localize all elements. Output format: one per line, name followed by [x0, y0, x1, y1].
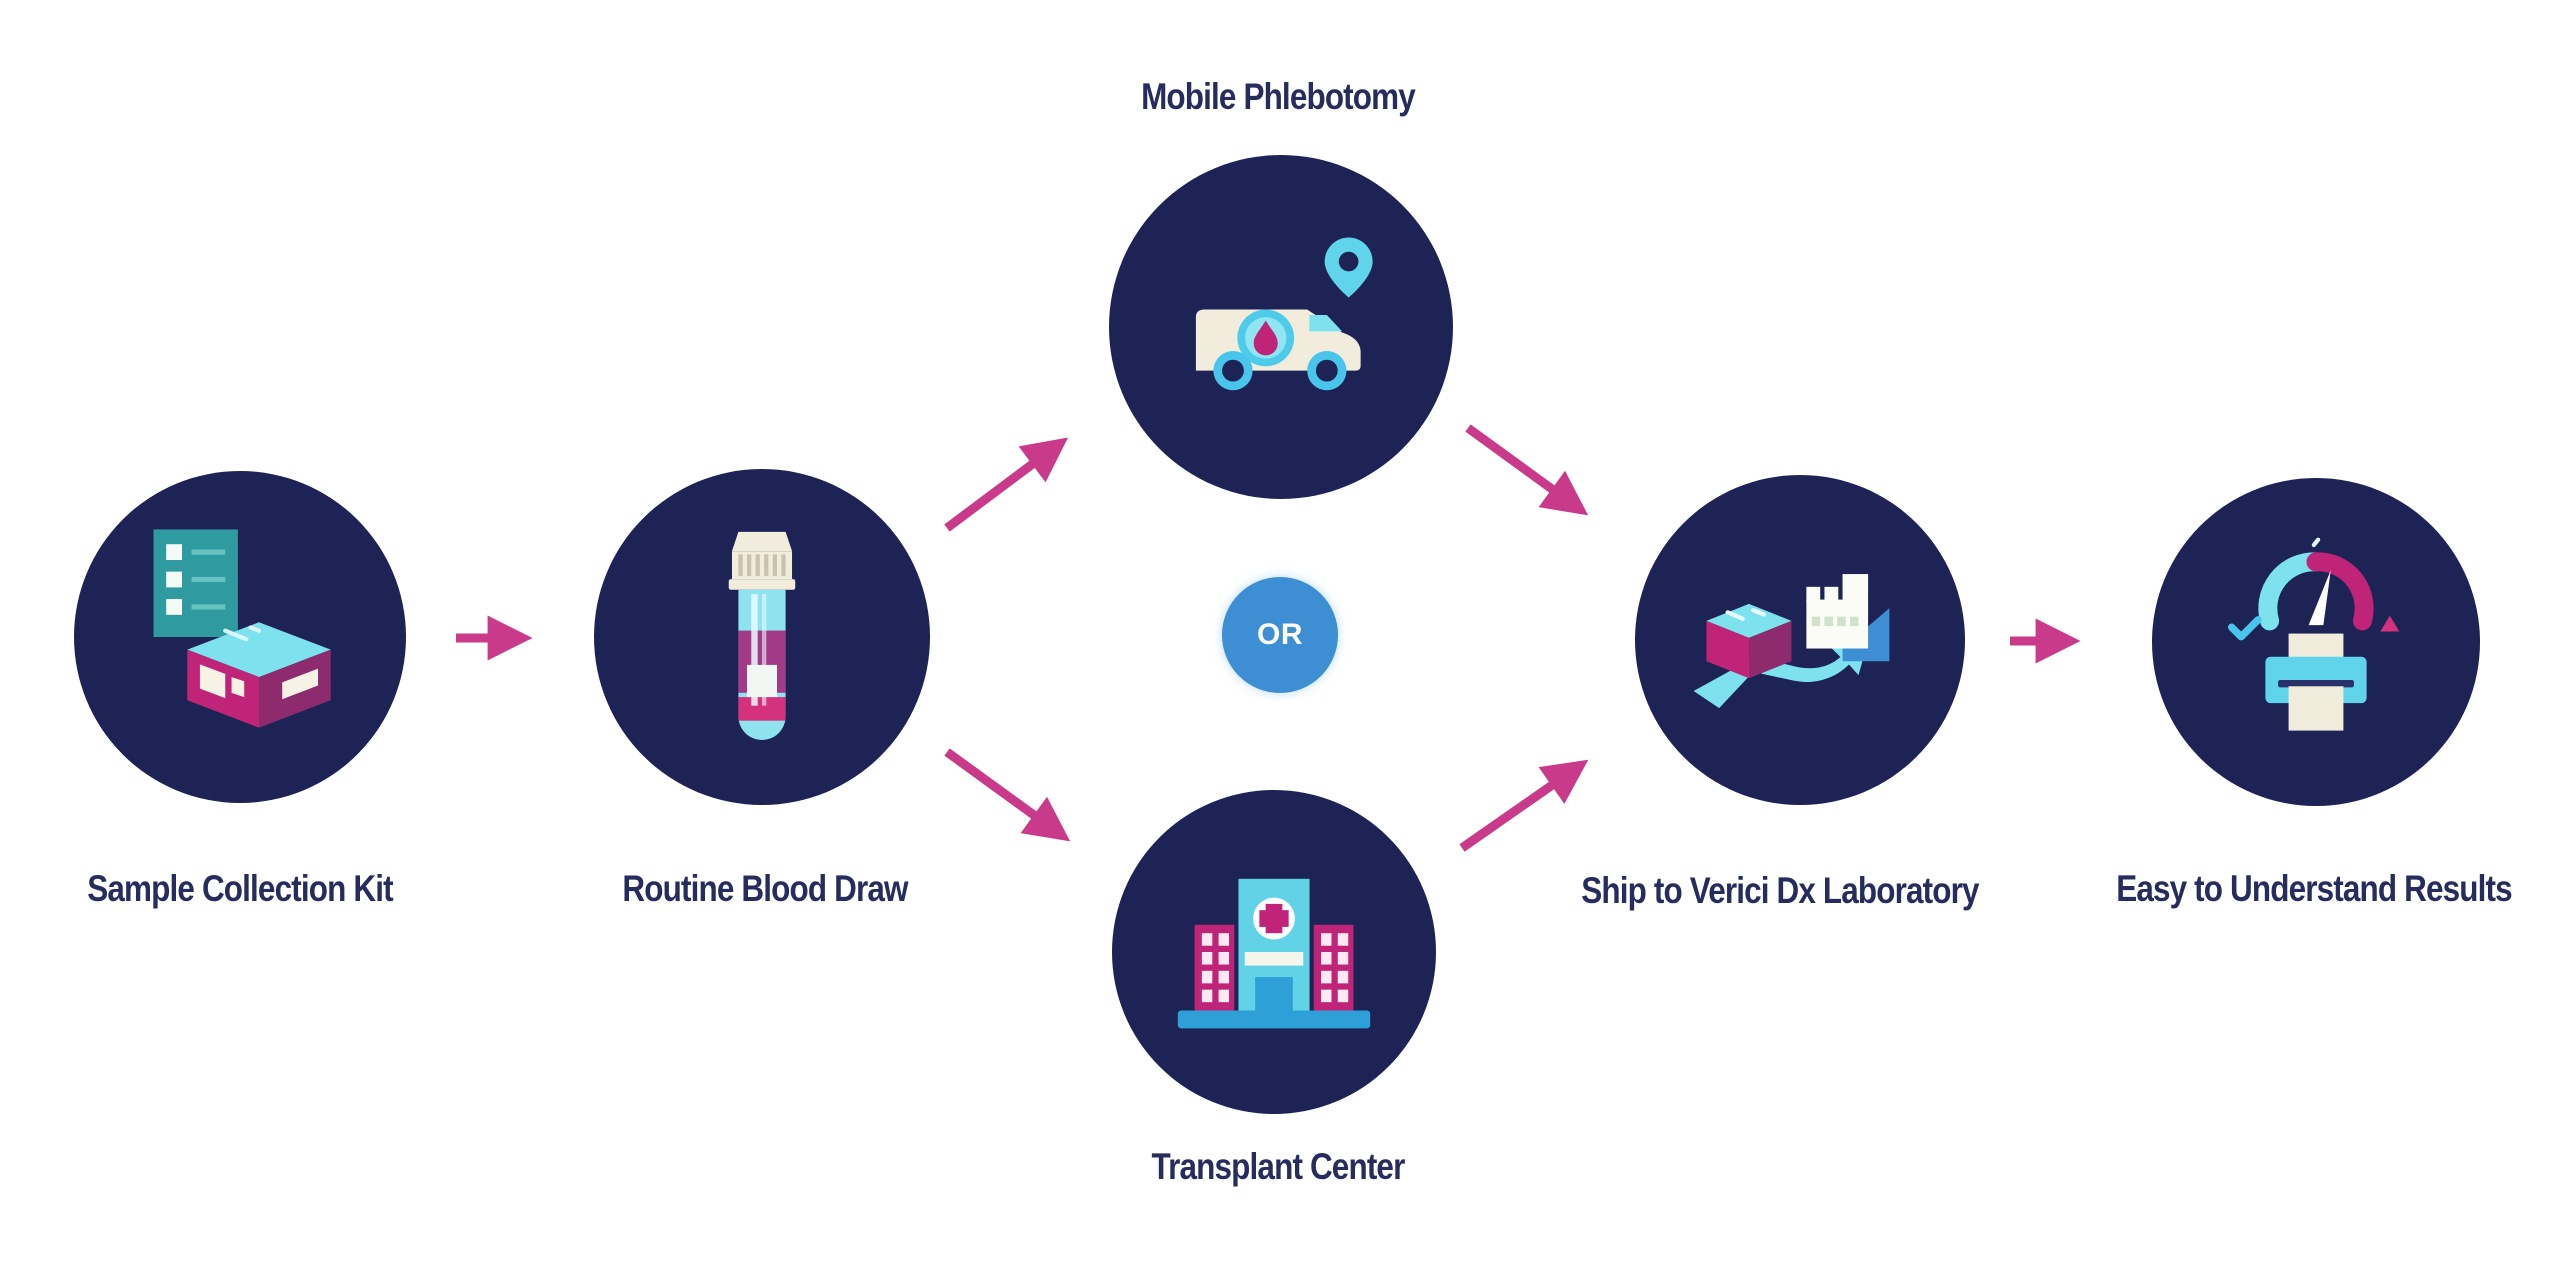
collection-kit-icon: [153, 529, 331, 728]
package-to-lab-icon: [1693, 574, 1890, 709]
gauge-printer-icon: [2227, 537, 2400, 731]
label-results: Easy to Understand Results: [2116, 868, 2512, 909]
label-transplant-center: Transplant Center: [1151, 1146, 1406, 1187]
node-results: [2152, 478, 2480, 806]
label-mobile-phlebotomy: Mobile Phlebotomy: [1141, 76, 1416, 117]
arrow-mobile-phlebotomy-to-ship: [1465, 424, 1589, 516]
node-sample-collection-kit: [74, 471, 406, 803]
blood-tube-icon: [728, 531, 796, 740]
node-routine-blood-draw: [594, 469, 930, 805]
or-badge: OR: [1222, 577, 1338, 693]
label-ship-to-lab: Ship to Verici Dx Laboratory: [1581, 870, 1979, 911]
node-ship-to-lab: [1635, 475, 1965, 805]
hospital-icon: [1177, 878, 1371, 1029]
arrow-blood-draw-to-transplant-center: [944, 748, 1071, 842]
phlebotomy-van-icon: [1195, 237, 1373, 391]
arrow-transplant-center-to-ship: [1459, 759, 1589, 852]
node-mobile-phlebotomy: [1109, 155, 1453, 499]
node-transplant-center: [1112, 790, 1436, 1114]
arrow-blood-draw-to-mobile-phlebotomy: [944, 437, 1069, 532]
label-routine-blood-draw: Routine Blood Draw: [622, 868, 908, 909]
or-badge-label: OR: [1257, 618, 1303, 651]
label-sample-collection-kit: Sample Collection Kit: [87, 868, 393, 909]
